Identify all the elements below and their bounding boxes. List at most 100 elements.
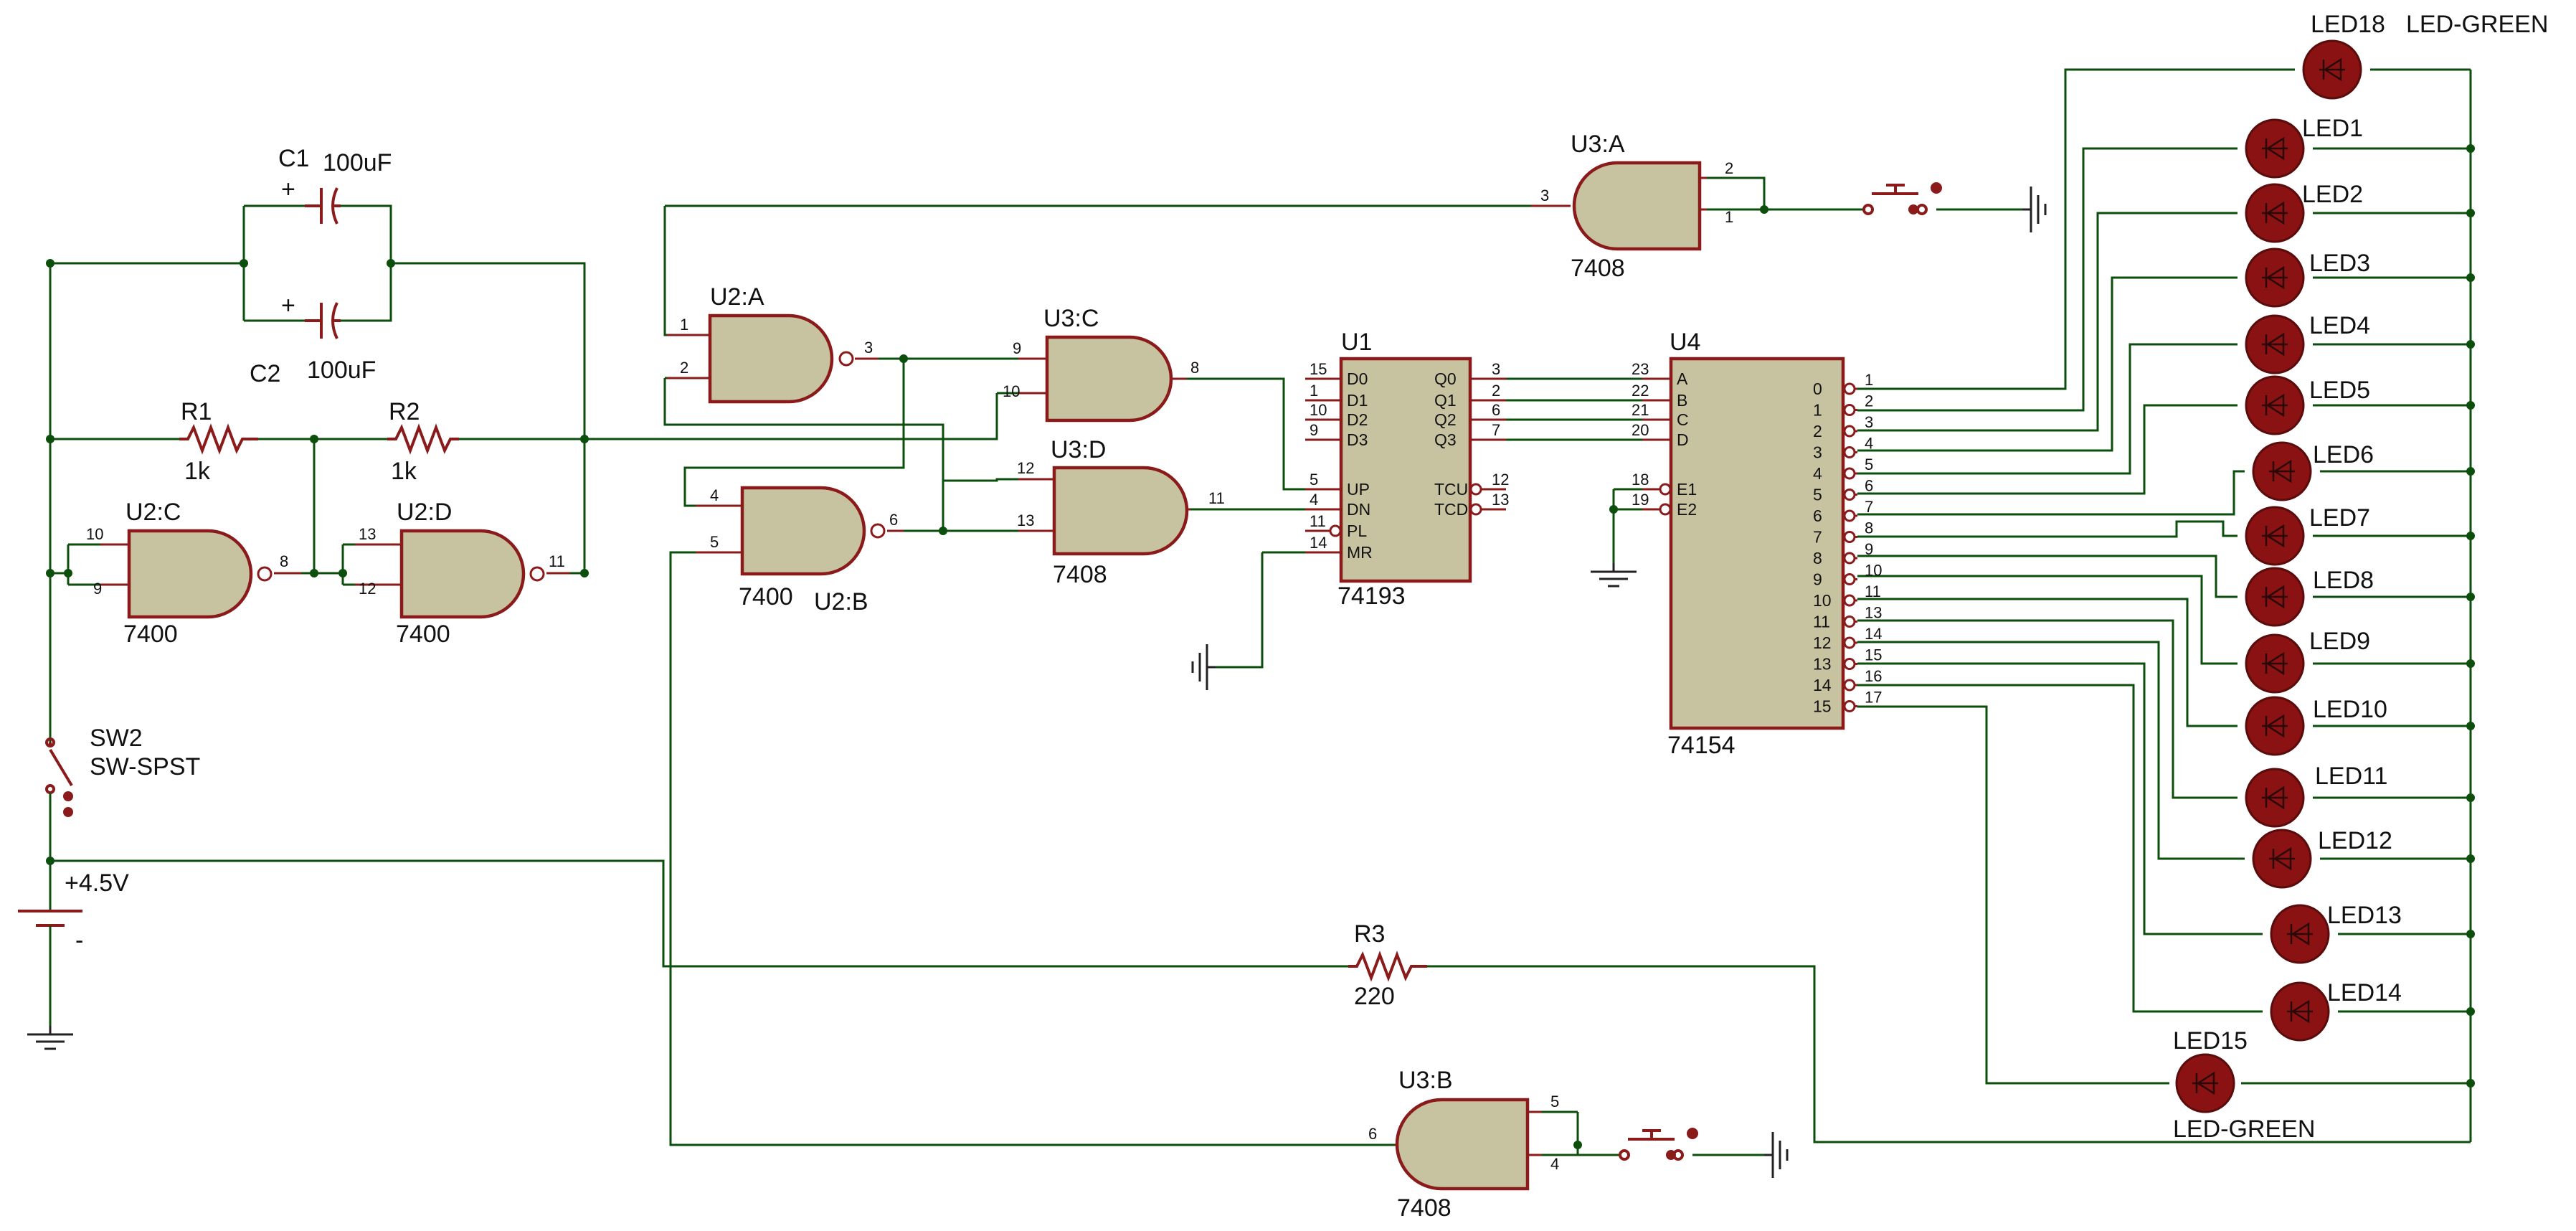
u4-pin-name: B [1677,391,1687,410]
u4-pin-name: 15 [1813,697,1832,716]
pushbutton-bottom[interactable] [1619,1128,1698,1161]
led-ref: LED13 [2327,902,2402,929]
resistor-r2[interactable]: R2 1k [387,398,459,485]
ground-icon [1591,563,1637,588]
u1-pin-name: Q1 [1434,391,1457,410]
led-diode-icon [2319,57,2345,82]
led-10[interactable]: LED10 [2245,696,2387,756]
gate-u3d[interactable]: U3:D 7408 12 13 11 [1017,436,1225,588]
gate-u3a[interactable]: U3:A 7408 2 1 3 [1531,131,1733,282]
c2-plus-icon: + [281,292,295,319]
u4-pin-name: 5 [1813,486,1822,504]
resistor-r1[interactable]: R1 1k [179,398,258,485]
u4-pin-number: 5 [1865,456,1873,473]
u1-pin-number: 1 [1310,382,1318,400]
led-array: LED18LED1LED2LED3LED4LED5LED6LED7LED8LED… [2173,11,2548,1143]
led-2[interactable]: LED2 [2245,181,2363,243]
capacitor-c1[interactable]: C1 100uF + [278,145,392,225]
led-15[interactable]: LED15 [2173,1027,2248,1113]
ground-icon [2022,187,2047,232]
u4-pin-name: E1 [1677,480,1697,499]
led-ref: LED18 [2311,11,2385,38]
u4-pin-bubble [1843,404,1856,416]
gate-u2c[interactable]: U2:C 7400 10 9 8 [86,499,301,648]
led-ref: LED7 [2309,504,2370,532]
led-ref: LED11 [2315,763,2387,790]
u1-pin-number: 4 [1310,491,1318,509]
u4-pin-bubble [1843,489,1856,501]
u1-pin-number: 11 [1310,512,1326,530]
switch-sw2[interactable]: SW2 SW-SPST [45,725,200,861]
u1-pin-name: D3 [1347,430,1368,449]
led-11[interactable]: LED11 [2245,763,2387,828]
u2d-part: 7400 [396,621,450,648]
r1-ref: R1 [181,398,212,425]
u4-pin-number: 3 [1865,413,1873,431]
u4-pin-name: 11 [1813,613,1830,631]
capacitor-c2[interactable]: C2 100uF + [250,292,376,387]
u4-part: 74154 [1667,732,1736,759]
led-ref: LED9 [2309,628,2370,655]
led-ref: LED15 [2173,1027,2248,1055]
u3a-pin2: 2 [1725,159,1733,177]
u3a-ref: U3:A [1571,131,1625,158]
u1-pin-bubble [1469,483,1482,496]
u4-pin-bubble [1843,446,1856,458]
gate-u3b[interactable]: U3:B 7408 5 4 6 [1368,1067,1559,1222]
led-diode-icon [2269,846,2295,871]
battery-minus: - [75,927,83,954]
battery[interactable]: +4.5V - [18,869,129,961]
u4-pin-number: 6 [1865,477,1873,495]
u4-pin-name: 2 [1813,422,1822,440]
gate-u2d[interactable]: U2:D 7400 13 12 11 [355,499,570,648]
led-ref: LED14 [2327,979,2402,1006]
led-13[interactable]: LED13 [2270,902,2402,964]
u4-pin-number: 16 [1865,667,1882,685]
junctions [46,144,2475,1149]
led-14[interactable]: LED14 [2270,979,2402,1042]
u4-pin-bubble [1843,552,1856,565]
led-diode-icon [2287,999,2313,1024]
u4-pin-number: 10 [1865,562,1882,580]
led-diode-icon [2287,922,2313,946]
u4-right-pins: 1021324354657687981091110131114121513161… [1813,371,1882,716]
gate-u2a[interactable]: U2:A 1 2 3 [667,283,879,404]
u4-pin-name: E2 [1677,500,1697,519]
u4-pin-name: D [1677,430,1689,449]
led-12[interactable]: LED12 [2252,827,2392,889]
sw2-ref: SW2 [90,725,143,752]
gate-u2b[interactable]: 7400 U2:B 4 5 6 [696,486,904,616]
u1-pin-name: D1 [1347,391,1368,410]
u1-pin-name: TCU [1434,480,1468,499]
u1-pin-bubble [1469,503,1482,516]
u4-pin-bubble [1843,382,1856,395]
led-7[interactable]: LED7 [2245,504,2370,566]
u3c-pin8: 8 [1190,359,1199,377]
u1-pin-number: 15 [1310,360,1327,378]
u2d-pin12: 12 [359,580,376,598]
resistor-r3[interactable]: R3 220 [1348,920,1427,1010]
u1-pin-number: 10 [1310,401,1327,419]
led-9[interactable]: LED9 [2245,628,2370,694]
u3d-pin12: 12 [1017,459,1034,477]
led-diode-icon [2269,459,2295,484]
led-3[interactable]: LED3 [2245,247,2370,308]
led-diode-icon [2262,786,2288,810]
led-8[interactable]: LED8 [2245,567,2374,627]
u2c-pin8: 8 [280,552,288,570]
u2b-pin5: 5 [710,533,719,551]
led-0[interactable]: LED18 [2302,11,2385,100]
led-1[interactable]: LED1 [2245,115,2363,179]
led-6[interactable]: LED6 [2252,441,2374,501]
u4-pin-bubble [1659,503,1672,516]
led-5[interactable]: LED5 [2245,375,2370,435]
gate-u3c[interactable]: U3:C 9 10 8 [1003,305,1199,423]
led-4[interactable]: LED4 [2245,312,2370,374]
u4-pin-bubble [1659,483,1672,496]
led-ref: LED4 [2309,312,2370,339]
u4-pin-bubble [1843,531,1856,543]
u4-pin-name: 3 [1813,443,1822,462]
pushbutton-top[interactable] [1862,182,1942,215]
